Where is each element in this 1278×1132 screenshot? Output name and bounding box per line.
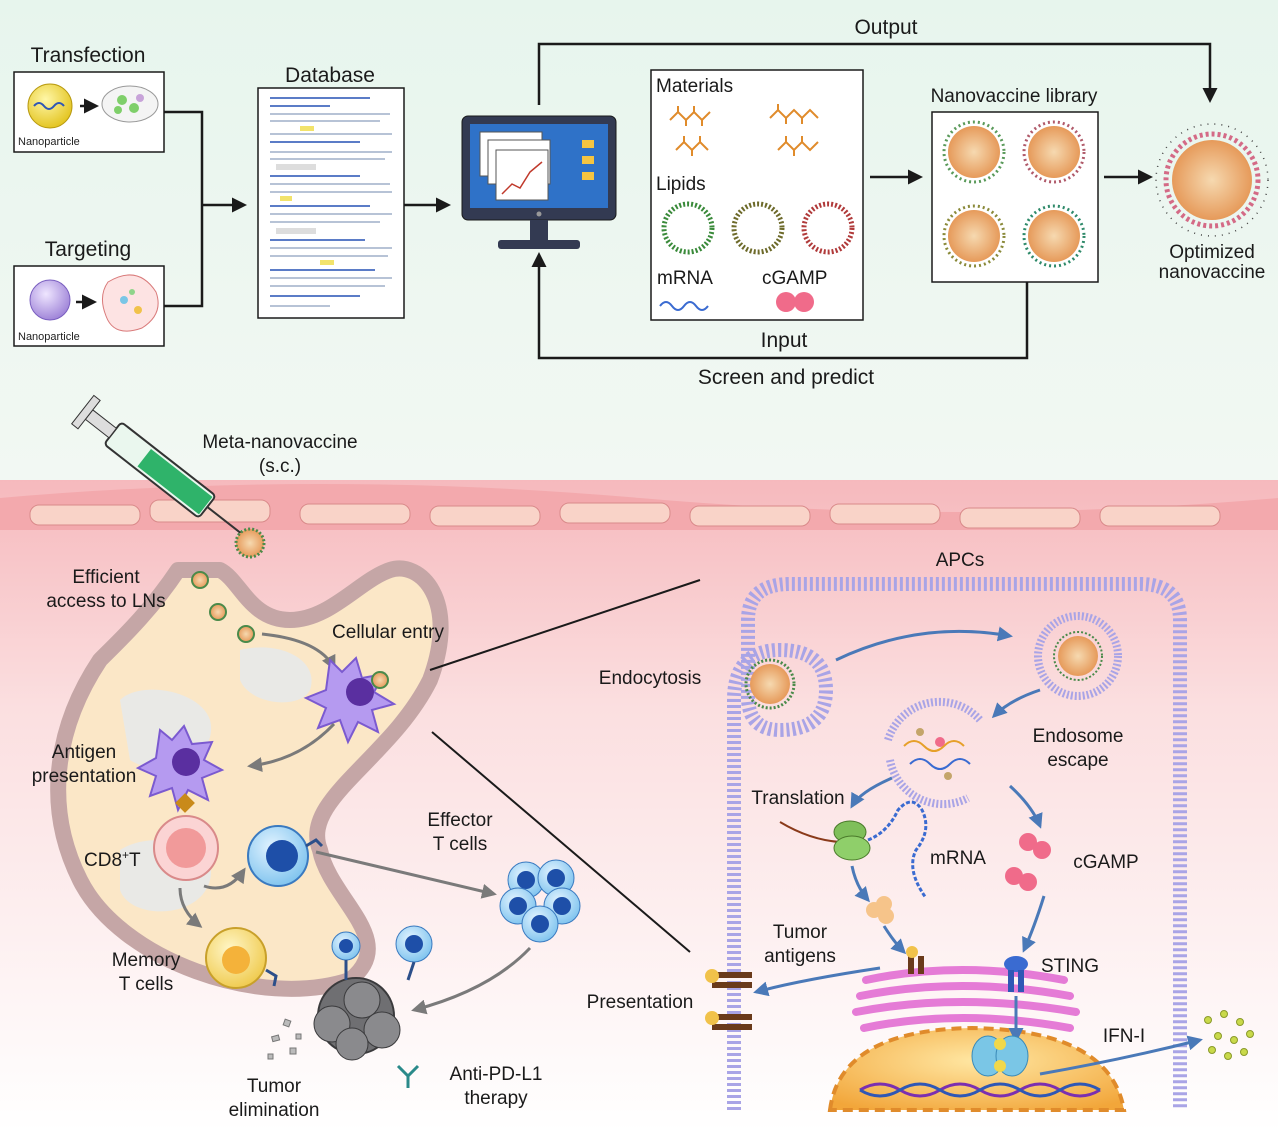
mhc-presentation-icons	[705, 969, 752, 1030]
tumor-antigens-label-2: antigens	[764, 946, 836, 967]
presentation-label: Presentation	[587, 992, 694, 1013]
endosome-escape-label-2: escape	[1047, 750, 1108, 771]
purple-nanoparticle-icon	[29, 279, 71, 321]
tumor-antigen-protein	[866, 896, 894, 924]
screen-predict-label: Screen and predict	[698, 366, 874, 389]
yellow-nanoparticle-icon	[27, 83, 73, 129]
tumor-debris	[267, 1018, 302, 1060]
cd8-label: CD8+T	[84, 848, 141, 871]
input-loop-arrow	[531, 252, 1029, 360]
output-label: Output	[854, 16, 917, 39]
endosome	[1034, 612, 1122, 700]
antigen-label-1: Antigen	[52, 742, 116, 763]
antigen-label-2: presentation	[32, 766, 137, 787]
skin-cells	[29, 499, 1221, 529]
antipdl1-label-1: Anti-PD-L1	[450, 1064, 543, 1085]
cgamp-label-bottom: cGAMP	[1073, 852, 1138, 873]
tumor-antigens-label-1: Tumor	[773, 922, 828, 943]
mhc-complex-er	[906, 946, 924, 974]
nanoparticle-label-2: Nanoparticle	[18, 331, 80, 343]
meta-nanovaccine-label: Meta-nanovaccine	[202, 432, 357, 453]
effector-t-cell-cluster	[499, 859, 581, 943]
anti-pdl1-antibody-icon	[396, 1064, 420, 1088]
effector-label-2: T cells	[433, 834, 488, 855]
nanoparticle-label-1: Nanoparticle	[18, 136, 80, 148]
mrna-strand-icon	[659, 301, 709, 311]
zoom-line-bottom	[431, 731, 691, 953]
optimized-nanovaccine-icon	[1155, 123, 1269, 237]
apcs-label: APCs	[936, 550, 985, 571]
effector-label-1: Effector	[427, 810, 493, 831]
endosome-escape-label-1: Endosome	[1033, 726, 1124, 747]
database-text-lines	[270, 97, 392, 307]
database-label: Database	[285, 64, 375, 87]
nanoparticles-in-node	[191, 527, 266, 643]
cgamp-label-top: cGAMP	[762, 268, 827, 289]
sting-protein-icon	[1004, 956, 1028, 992]
lipids-label: Lipids	[656, 174, 706, 195]
endoplasmic-reticulum	[852, 966, 1080, 1032]
input-bracket	[164, 110, 204, 308]
tumor-elimination-label-1: Tumor	[247, 1076, 302, 1097]
cgamp-molecules-bottom	[1005, 833, 1051, 891]
lipid-vesicles-icon	[661, 201, 855, 255]
antipdl1-label-2: therapy	[464, 1088, 528, 1109]
optimized-label-2: nanovaccine	[1159, 262, 1266, 283]
memory-label-1: Memory	[112, 950, 181, 971]
memory-t-cell	[205, 927, 278, 989]
endocytosis-label: Endocytosis	[599, 668, 701, 689]
material-molecules-icon	[669, 104, 819, 156]
mrna-label-top: mRNA	[657, 268, 713, 289]
translation-label: Translation	[751, 788, 844, 809]
endocytosed-nanoparticle	[744, 658, 796, 710]
optimized-label-1: Optimized	[1169, 242, 1255, 263]
database-document	[257, 87, 405, 319]
library-label: Nanovaccine library	[931, 86, 1098, 107]
ruptured-endosome	[884, 697, 983, 809]
ifn-particles	[1204, 1010, 1254, 1060]
materials-box	[650, 69, 864, 321]
efficient-label-2: access to LNs	[46, 591, 165, 612]
mrna-label-bottom: mRNA	[930, 848, 986, 869]
zoom-line-top	[429, 579, 701, 671]
sting-label: STING	[1041, 956, 1099, 977]
efficient-label-1: Efficient	[72, 567, 140, 588]
dendritic-cell-entry	[303, 656, 397, 745]
transfection-label: Transfection	[31, 44, 146, 67]
input-label: Input	[761, 329, 808, 352]
cd8-t-cell	[153, 815, 219, 881]
ribosome-translation-icon	[779, 800, 928, 899]
targeting-label: Targeting	[45, 238, 131, 261]
tumor-elimination-label-2: elimination	[229, 1100, 320, 1121]
materials-label: Materials	[656, 76, 733, 97]
dendritic-cell-presentation	[135, 724, 225, 813]
cgamp-molecule-icon	[776, 292, 814, 312]
tumor-mass	[313, 977, 401, 1061]
mrna-wave-icon	[33, 102, 65, 110]
memory-label-2: T cells	[119, 974, 174, 995]
output-loop-arrow	[537, 42, 1218, 105]
ifn-label: IFN-I	[1103, 1026, 1145, 1047]
lymph-node-mini-icon	[102, 274, 159, 332]
petri-dish-icon	[101, 85, 159, 123]
t-cells-attacking	[331, 925, 433, 981]
phosphorylated-irf3-icon	[971, 1035, 1029, 1077]
nanovaccine-library-particles	[942, 120, 1086, 268]
computer-monitor-icon	[461, 115, 617, 249]
sc-label: (s.c.)	[259, 456, 301, 477]
syringe-icon	[70, 394, 248, 539]
cellular-entry-label: Cellular entry	[332, 622, 444, 643]
dna-strand-2	[859, 1082, 1101, 1098]
effector-t-cell-node	[247, 825, 324, 887]
